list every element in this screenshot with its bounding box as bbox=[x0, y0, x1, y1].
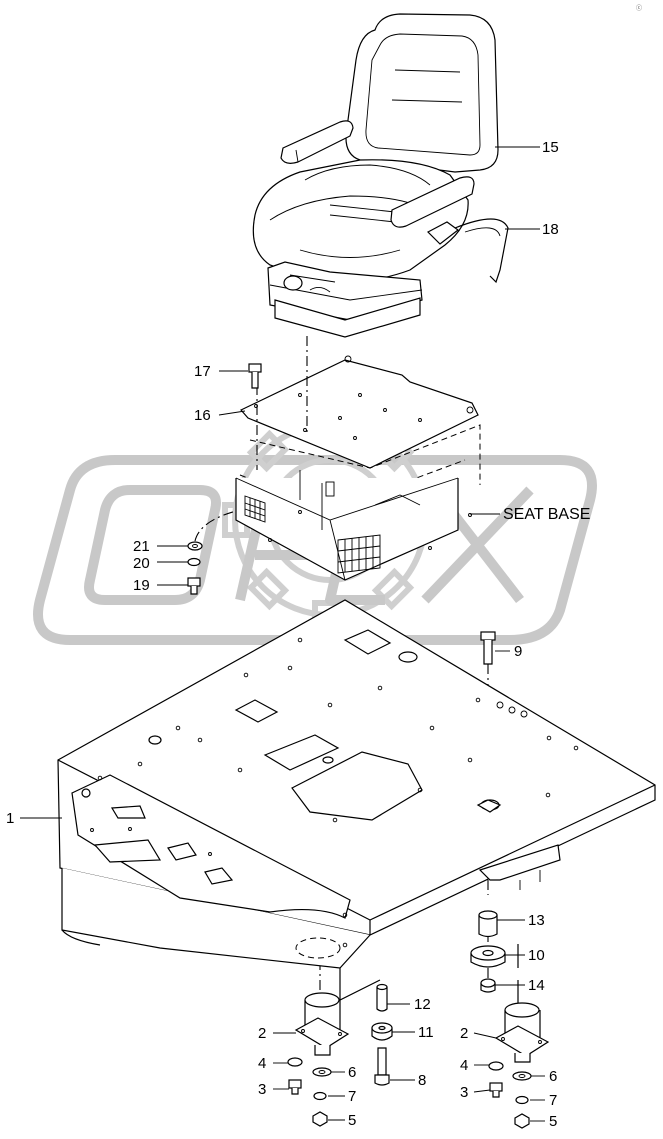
callout-10: 10 bbox=[528, 947, 545, 964]
callout-9: 9 bbox=[514, 643, 522, 660]
callout-2-right: 2 bbox=[460, 1025, 468, 1042]
callout-6-left: 6 bbox=[348, 1064, 356, 1081]
callout-18: 18 bbox=[542, 221, 559, 238]
seat-plate bbox=[240, 355, 479, 469]
main-frame-plate bbox=[57, 599, 656, 969]
callout-11: 11 bbox=[418, 1024, 434, 1041]
callout-21: 21 bbox=[133, 538, 150, 555]
seat-base bbox=[235, 424, 481, 581]
callout-4-left: 4 bbox=[258, 1055, 266, 1072]
mount-stack-right bbox=[470, 910, 506, 993]
callout-8: 8 bbox=[418, 1072, 426, 1089]
callout-15: 15 bbox=[542, 139, 559, 156]
bolt-9 bbox=[480, 631, 496, 665]
callout-3-right: 3 bbox=[460, 1084, 468, 1101]
bolt-17 bbox=[248, 363, 262, 389]
corner-mark: ⓒ bbox=[636, 4, 642, 12]
callout-7-right: 7 bbox=[549, 1092, 557, 1109]
callout-3-left: 3 bbox=[258, 1081, 266, 1098]
operator-seat bbox=[252, 13, 509, 338]
callout-5-left: 5 bbox=[348, 1112, 356, 1129]
callout-20: 20 bbox=[133, 555, 150, 572]
callout-5-right: 5 bbox=[549, 1113, 557, 1130]
callout-19: 19 bbox=[133, 577, 150, 594]
callout-6-right: 6 bbox=[549, 1068, 557, 1085]
callout-14: 14 bbox=[528, 977, 545, 994]
leader-lines bbox=[20, 146, 545, 1122]
callout-1: 1 bbox=[6, 810, 14, 827]
callout-7-left: 7 bbox=[348, 1088, 356, 1105]
rubber-mount-right bbox=[488, 1002, 550, 1129]
callout-17: 17 bbox=[194, 363, 211, 380]
hardware-21-20-19 bbox=[187, 541, 203, 595]
callout-13: 13 bbox=[528, 912, 545, 929]
callout-2-left: 2 bbox=[258, 1025, 266, 1042]
rubber-mount-left bbox=[287, 992, 350, 1127]
callout-12: 12 bbox=[414, 996, 431, 1013]
callout-seat-base: SEAT BASE bbox=[503, 506, 590, 523]
seat-base-grille-left bbox=[244, 495, 266, 523]
mount-middle-parts bbox=[371, 983, 393, 1086]
callout-labels: 15 18 17 16 SEAT BASE 21 20 19 9 1 13 10… bbox=[6, 139, 590, 1130]
callout-16: 16 bbox=[194, 407, 211, 424]
seat-base-grille-right bbox=[337, 534, 381, 574]
callout-4-right: 4 bbox=[460, 1057, 468, 1074]
